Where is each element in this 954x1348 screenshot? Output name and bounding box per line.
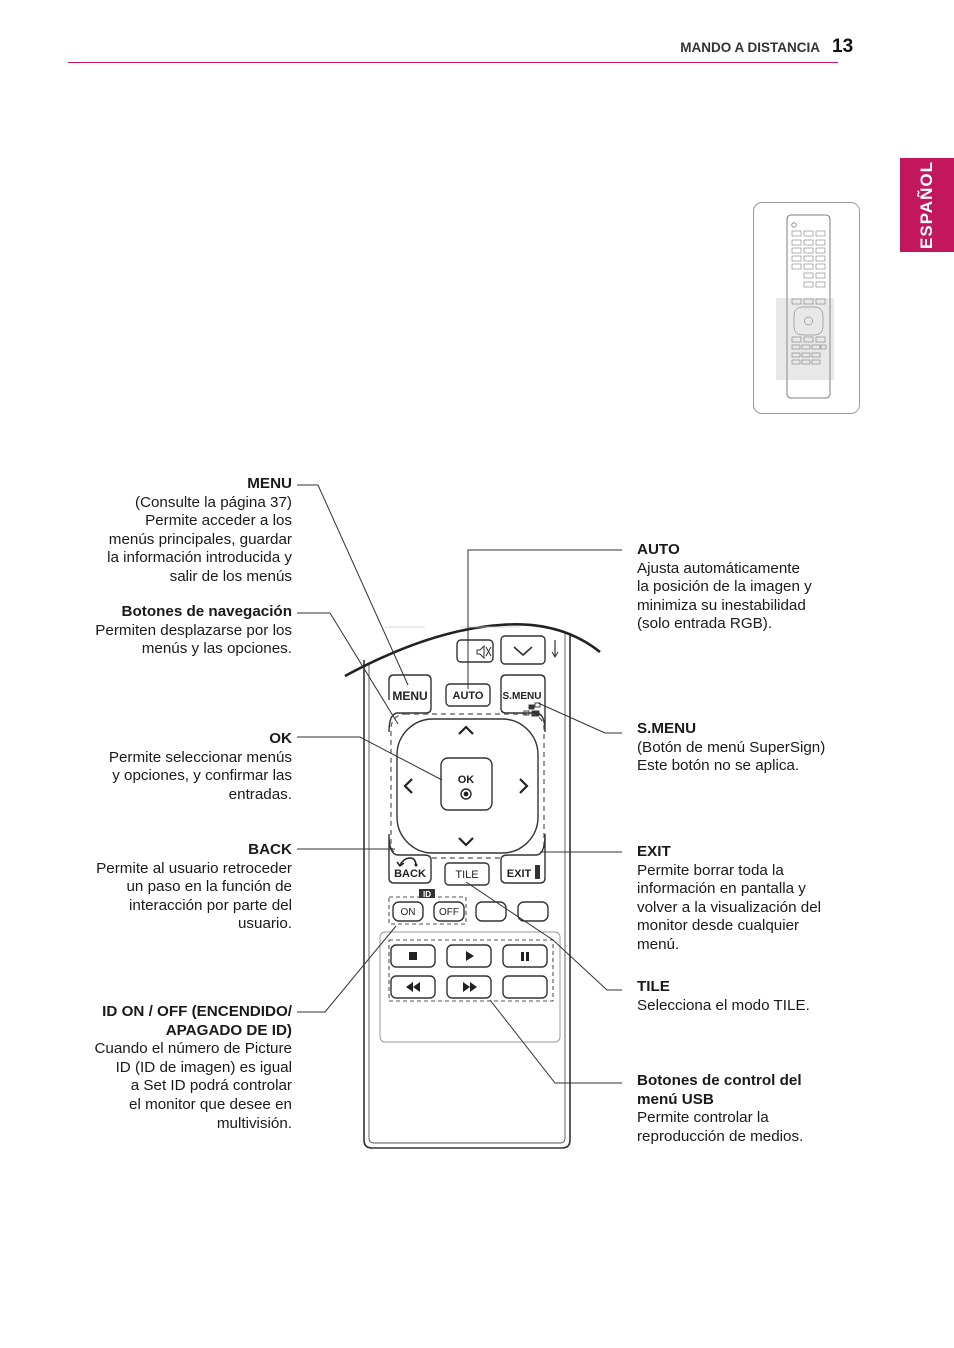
blank-media-button[interactable] — [502, 975, 548, 999]
label-auto-title: AUTO — [637, 541, 680, 558]
arrow-left-icon[interactable] — [403, 778, 413, 794]
play-icon — [466, 951, 474, 961]
back-arrow-icon — [396, 857, 417, 868]
label-back-desc: Permite al usuario retroceder un paso en… — [96, 859, 292, 933]
stop-icon — [409, 952, 417, 960]
ok-button[interactable] — [440, 757, 493, 811]
tile-button[interactable] — [444, 862, 490, 886]
fast-forward-icon — [463, 982, 477, 992]
id-off-label: OFF — [439, 907, 459, 918]
ok-button-label: OK — [458, 774, 475, 786]
label-usb-controls: Botones de control del menú USB Permite … — [637, 1072, 857, 1146]
remote-thumbnail — [753, 202, 860, 414]
label-id-desc: Cuando el número de Picture ID (ID de im… — [94, 1040, 292, 1132]
pause-button[interactable] — [502, 944, 548, 968]
label-auto-desc: Ajusta automáticamente la posición de la… — [637, 559, 812, 633]
label-exit: EXIT Permite borrar toda la información … — [637, 843, 867, 955]
label-ok: OK Permite seleccionar menús y opciones,… — [40, 730, 292, 804]
label-ok-desc: Permite seleccionar menús y opciones, y … — [108, 748, 292, 803]
label-id-title: ID ON / OFF (ENCENDIDO/ APAGADO DE ID) — [102, 1003, 292, 1039]
navigation-group-outline — [390, 713, 545, 859]
blank-button-1[interactable] — [475, 901, 507, 922]
label-smenu-title: S.MENU — [637, 720, 697, 737]
media-panel — [379, 931, 561, 1043]
blank-button-2[interactable] — [517, 901, 549, 922]
callout-lines — [297, 484, 622, 1084]
id-on-label: ON — [401, 907, 416, 918]
arrow-up-icon[interactable] — [458, 725, 474, 735]
exit-button-label: EXIT — [507, 868, 532, 880]
label-navigation-desc: Permiten desplazarse por los menús y las… — [95, 621, 292, 658]
arrow-right-icon[interactable] — [519, 778, 529, 794]
remote-cutaway-curve — [344, 623, 601, 678]
label-id-on-off: ID ON / OFF (ENCENDIDO/ APAGADO DE ID) C… — [40, 1003, 292, 1133]
pause-icon — [521, 952, 529, 961]
id-off-button[interactable] — [433, 901, 465, 922]
chevron-down-icon — [513, 646, 533, 657]
menu-button-label: MENU — [392, 689, 427, 703]
menu-button[interactable] — [388, 674, 432, 733]
label-navigation-title: Botones de navegación — [121, 603, 292, 620]
id-tag — [419, 889, 435, 898]
smenu-button-label: S.MENU — [503, 691, 542, 702]
auto-button-label: AUTO — [453, 690, 484, 702]
label-smenu-desc: (Botón de menú SuperSign) Este botón no … — [637, 738, 826, 775]
label-navigation: Botones de navegación Permiten desplazar… — [40, 603, 292, 659]
channel-down-button[interactable] — [500, 635, 546, 665]
mute-icon — [476, 644, 492, 660]
page-number: 13 — [832, 36, 854, 57]
label-exit-desc: Permite borrar toda la información en pa… — [637, 861, 822, 953]
label-ok-title: OK — [269, 730, 292, 747]
remote-body-outline — [363, 635, 571, 1149]
label-exit-title: EXIT — [637, 843, 671, 860]
label-back: BACK Permite al usuario retroceder un pa… — [40, 841, 292, 934]
label-back-title: BACK — [248, 841, 292, 858]
rewind-icon — [406, 982, 420, 992]
label-usb-title: Botones de control del menú USB — [637, 1072, 802, 1108]
mute-button[interactable] — [456, 639, 494, 663]
label-menu: MENU (Consulte la página 37) Permite acc… — [40, 475, 292, 587]
label-menu-title: MENU — [247, 475, 292, 492]
back-button-label: BACK — [394, 868, 426, 880]
label-smenu: S.MENU (Botón de menú SuperSign) Este bo… — [637, 720, 867, 776]
label-tile-desc: Selecciona el modo TILE. — [637, 996, 810, 1014]
label-auto: AUTO Ajusta automáticamente la posición … — [637, 541, 857, 634]
exit-bar-icon — [535, 865, 540, 879]
header-section-title: MANDO A DISTANCIA — [680, 40, 820, 55]
arrow-down-icon[interactable] — [458, 837, 474, 847]
id-on-button[interactable] — [392, 901, 424, 922]
id-tag-label: ID — [423, 890, 431, 899]
language-tab: ESPAÑOL — [900, 158, 954, 252]
label-tile: TILE Selecciona el modo TILE. — [637, 978, 857, 1015]
label-usb-desc: Permite controlar la reproducción de med… — [637, 1109, 804, 1145]
exit-button[interactable] — [500, 833, 546, 884]
label-menu-desc: (Consulte la página 37) Permite acceder … — [107, 493, 292, 585]
label-tile-title: TILE — [637, 978, 670, 995]
supersign-icon — [523, 702, 541, 717]
header-rule — [68, 62, 838, 63]
ok-dot-icon — [460, 788, 472, 800]
remote-thumbnail-illustration — [776, 214, 834, 399]
tile-button-label: TILE — [455, 869, 478, 881]
